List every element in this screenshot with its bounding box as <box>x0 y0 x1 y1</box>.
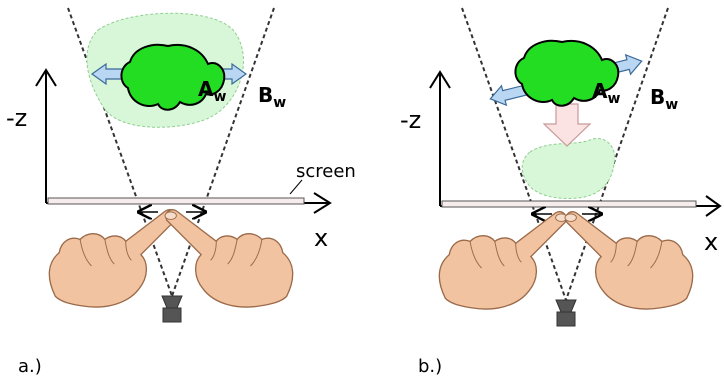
screen-bar <box>442 201 696 207</box>
screen-label: screen <box>296 161 356 182</box>
point-b-label: Bw <box>258 83 286 111</box>
camera-icon <box>162 296 182 322</box>
camera-icon <box>556 300 576 326</box>
z-axis-label: -z <box>400 106 421 134</box>
panel-caption: b.) <box>418 356 442 377</box>
screen-leader-line <box>290 180 302 194</box>
hand-icon <box>565 212 693 309</box>
panel-b: Aw Bw -z x b.) <box>400 8 720 377</box>
move-down-arrow <box>544 104 590 146</box>
ghost-object-region <box>522 138 614 198</box>
x-axis-label: x <box>314 224 328 252</box>
panel-caption: a.) <box>18 356 42 377</box>
hand-icon <box>439 212 567 309</box>
hand-icon <box>49 210 177 307</box>
hand-icon <box>165 210 293 307</box>
screen-bar <box>48 198 304 204</box>
x-axis-label: x <box>704 228 718 256</box>
z-axis-label: -z <box>6 104 27 132</box>
point-b-label: Bw <box>650 85 678 113</box>
panel-a: Aw Bw -z x screen a.) <box>6 8 356 377</box>
